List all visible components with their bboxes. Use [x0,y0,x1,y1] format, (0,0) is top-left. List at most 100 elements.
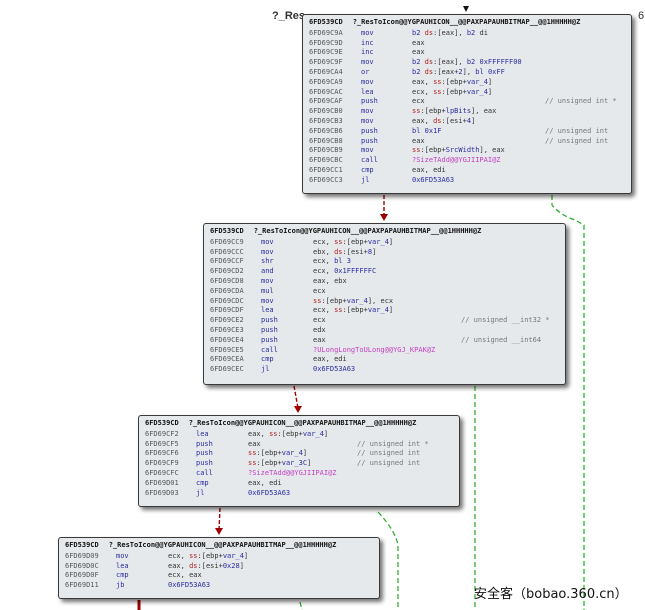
operands: eax [412,38,425,47]
instruction-address: 6FD69D11 [65,581,99,590]
mnemonic: jl [196,488,205,497]
operands: eax, edi [412,165,446,174]
function-name: ?_ResToIcon@@YGPAUHICON__@@PAXPAPAUHBITM… [352,18,581,26]
mnemonic: call [196,468,213,477]
mnemonic: cmp [261,355,274,364]
operands: ecx [313,286,326,295]
instruction-address: 6FD69CE3 [210,325,244,334]
mnemonic: or [361,67,370,76]
instruction-address: 6FD69CCC [210,247,244,256]
code-block-node[interactable]: 6FD539CD?_ResToIcon@@YGPAUHICON__@@PAXPA… [58,537,380,599]
instruction-address: 6FD69CEA [210,355,244,364]
instruction-address: 6FD69CDA [210,286,244,295]
edge-arrow-2 [294,406,302,413]
mnemonic: inc [361,48,374,57]
mnemonic: push [261,335,278,344]
mnemonic: jl [361,175,370,184]
operands: eax, ss:[ebp+var_4] [412,77,493,86]
mnemonic: lea [116,561,129,570]
mnemonic: push [196,449,213,458]
instruction-address: 6FD69CC1 [309,165,343,174]
operands: b2 ds:[eax+2], bl 0xFF [412,67,505,76]
segment-address: 6FD539CD [309,18,343,26]
instruction-address: 6FD69CB3 [309,116,343,125]
operands: ?SizeTAdd@@YGJIIPAI@Z [248,468,337,477]
operands: eax, ebx [313,276,347,285]
instruction-address: 6FD69CB0 [309,107,343,116]
mnemonic: jl [261,365,270,374]
mnemonic: mov [116,551,129,560]
code-block-node[interactable]: 6FD539CD ?_ResToIcon@@YGPAUHICON__@@PAXPA… [302,14,632,194]
operands: ss:[ebp+var_3C] [248,459,312,468]
comment: // unsigned int [545,126,609,135]
instruction-address: 6FD69CA9 [309,77,343,86]
segment-address: 6FD539CD [145,419,179,427]
instruction-address: 6FD69D0C [65,561,99,570]
code-block-node[interactable]: 6FD539CD?_ResToIcon@@YGPAUHICON__@@PAXPA… [138,415,460,507]
instruction-address: 6FD69D03 [145,488,179,497]
operands: bl 0x1F [412,126,442,135]
operands: eax [412,136,425,145]
mnemonic: and [261,267,274,276]
instruction-address: 6FD69CE2 [210,316,244,325]
mnemonic: lea [261,306,274,315]
mnemonic: mov [361,116,374,125]
mnemonic: push [361,136,378,145]
operands: ecx, ss:[ebp+var_4] [412,87,493,96]
comment: // unsigned int [357,449,421,458]
operands: 0x6FD53A63 [412,175,455,184]
instruction-address: 6FD69D01 [145,478,179,487]
operands: ecx [412,97,425,106]
operands: edx [313,325,326,334]
comment: // unsigned int * [357,439,429,448]
instruction-address: 6FD69D09 [65,551,99,560]
node-header: 6FD539CD ?_ResToIcon@@YGPAUHICON__@@PAXPA… [309,18,625,28]
instruction-address: 6FD69C9A [309,28,343,37]
code-block-node[interactable]: 6FD539CD?_ResToIcon@@YGPAUHICON__@@PAXPA… [203,223,566,385]
mnemonic: push [361,97,378,106]
node-header: 6FD539CD?_ResToIcon@@YGPAUHICON__@@PAXPA… [145,419,453,429]
